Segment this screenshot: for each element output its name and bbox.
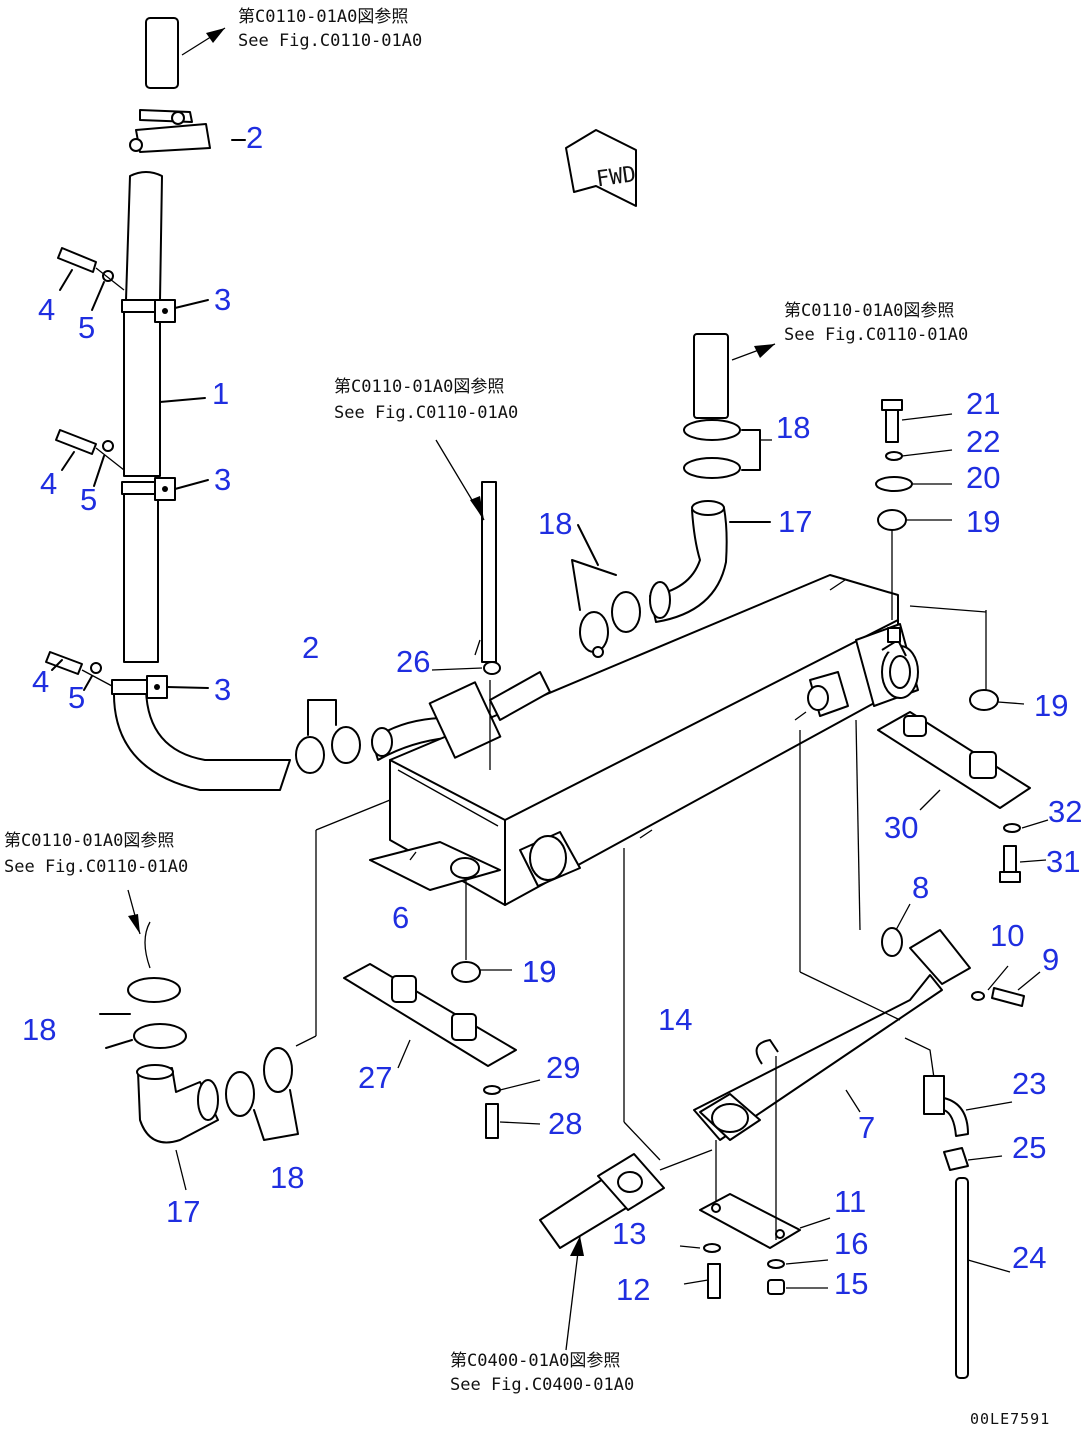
part-label-10: 10 — [990, 918, 1024, 953]
part-label-19: 19 — [966, 504, 1000, 539]
reference-note-top-left: 第C0110-01A0図参照 See Fig.C0110-01A0 — [238, 7, 422, 51]
drain-rod-part-26 — [431, 439, 501, 770]
part-label-4: 4 — [32, 664, 49, 699]
part-label-14: 14 — [658, 1002, 692, 1037]
lower-bracket-part-27 — [343, 880, 541, 1139]
part-label-30: 30 — [884, 810, 918, 845]
part-number-labels: 1 2 2 3 3 3 4 4 4 5 5 5 6 7 8 9 10 11 12… — [22, 120, 1082, 1307]
pipe-clamps-part-3 — [111, 299, 209, 699]
drawing-code: 00LE7591 — [970, 1410, 1050, 1428]
part-label-2: 2 — [302, 630, 319, 665]
part-label-6: 6 — [392, 900, 409, 935]
part-label-19: 19 — [1034, 688, 1068, 723]
lower-left-hose-part-17 — [99, 889, 219, 1191]
upper-hose-stub — [145, 17, 226, 89]
svg-text:第C0110-01A0図参照: 第C0110-01A0図参照 — [238, 7, 408, 27]
part-label-17: 17 — [778, 504, 812, 539]
svg-text:See Fig.C0110-01A0: See Fig.C0110-01A0 — [784, 325, 968, 345]
part-label-5: 5 — [68, 680, 85, 715]
part-label-2: 2 — [246, 120, 263, 155]
part-label-3: 3 — [214, 672, 231, 707]
svg-text:第C0110-01A0図参照: 第C0110-01A0図参照 — [784, 301, 954, 321]
reference-note-top-right: 第C0110-01A0図参照 See Fig.C0110-01A0 — [784, 301, 968, 345]
fwd-text: FWD — [595, 162, 638, 192]
reference-note-bottom: 第C0400-01A0図参照 See Fig.C0400-01A0 — [450, 1351, 634, 1395]
reference-note-left: 第C0110-01A0図参照 See Fig.C0110-01A0 — [4, 831, 188, 877]
clamps-part-18-center — [571, 524, 641, 658]
part-label-3: 3 — [214, 282, 231, 317]
svg-text:See Fig.C0110-01A0: See Fig.C0110-01A0 — [334, 403, 518, 423]
part-label-23: 23 — [1012, 1066, 1046, 1101]
right-bracket-part-30 — [877, 605, 1049, 883]
part-label-18: 18 — [776, 410, 810, 445]
part-label-5: 5 — [78, 310, 95, 345]
svg-text:See Fig.C0400-01A0: See Fig.C0400-01A0 — [450, 1375, 634, 1395]
lower-left-pipe-stub — [539, 848, 713, 1351]
part-label-32: 32 — [1048, 794, 1082, 829]
bolts-part-4-and-washers-part-5 — [45, 247, 125, 691]
svg-text:See Fig.C0110-01A0: See Fig.C0110-01A0 — [238, 31, 422, 51]
part-label-18: 18 — [270, 1160, 304, 1195]
part-label-4: 4 — [38, 292, 55, 327]
part-label-11: 11 — [834, 1184, 866, 1219]
part-label-20: 20 — [966, 460, 1000, 495]
part-label-31: 31 — [1046, 844, 1080, 879]
drain-tube-parts-24-25 — [943, 1147, 1011, 1379]
part-label-1: 1 — [212, 376, 229, 411]
part-label-18: 18 — [538, 506, 572, 541]
svg-text:第C0110-01A0図参照: 第C0110-01A0図参照 — [4, 831, 174, 851]
cooler-core-body — [369, 574, 919, 906]
clamp-part-2-upper — [129, 109, 211, 153]
part-label-16: 16 — [834, 1226, 868, 1261]
part-label-27: 27 — [358, 1060, 392, 1095]
svg-text:See Fig.C0110-01A0: See Fig.C0110-01A0 — [4, 857, 188, 877]
water-pipe-part-1 — [112, 139, 291, 791]
part-label-29: 29 — [546, 1050, 580, 1085]
part-label-17: 17 — [166, 1194, 200, 1229]
forward-direction-marker: FWD — [565, 129, 638, 207]
part-label-22: 22 — [966, 424, 1000, 459]
part-label-13: 13 — [612, 1216, 646, 1251]
part-label-5: 5 — [80, 482, 97, 517]
clamps-part-18-lower — [225, 799, 391, 1141]
svg-text:第C0400-01A0図参照: 第C0400-01A0図参照 — [450, 1351, 620, 1371]
part-label-7: 7 — [858, 1110, 875, 1145]
reference-note-center: 第C0110-01A0図参照 See Fig.C0110-01A0 — [334, 377, 518, 423]
part-label-9: 9 — [1042, 942, 1059, 977]
part-label-4: 4 — [40, 466, 57, 501]
part-label-26: 26 — [396, 644, 430, 679]
part-label-19-lower: 19 — [522, 954, 556, 989]
outlet-pipe-part-7 — [693, 719, 1041, 1141]
mount-parts-19-20-21-22 — [875, 399, 953, 620]
part-label-28: 28 — [548, 1106, 582, 1141]
part-label-15: 15 — [834, 1266, 868, 1301]
svg-text:第C0110-01A0図参照: 第C0110-01A0図参照 — [334, 377, 504, 397]
part-label-19: 19 — [522, 954, 556, 989]
part-label-24: 24 — [1012, 1240, 1046, 1275]
part-label-21: 21 — [966, 386, 1000, 421]
part-label-3: 3 — [214, 462, 231, 497]
pipe-bracket-part-11 — [679, 1039, 831, 1299]
part-label-18: 18 — [22, 1012, 56, 1047]
part-label-25: 25 — [1012, 1130, 1046, 1165]
inlet-hose-part-17-right — [649, 333, 776, 623]
part-label-8: 8 — [912, 870, 929, 905]
part-label-12: 12 — [616, 1272, 650, 1307]
